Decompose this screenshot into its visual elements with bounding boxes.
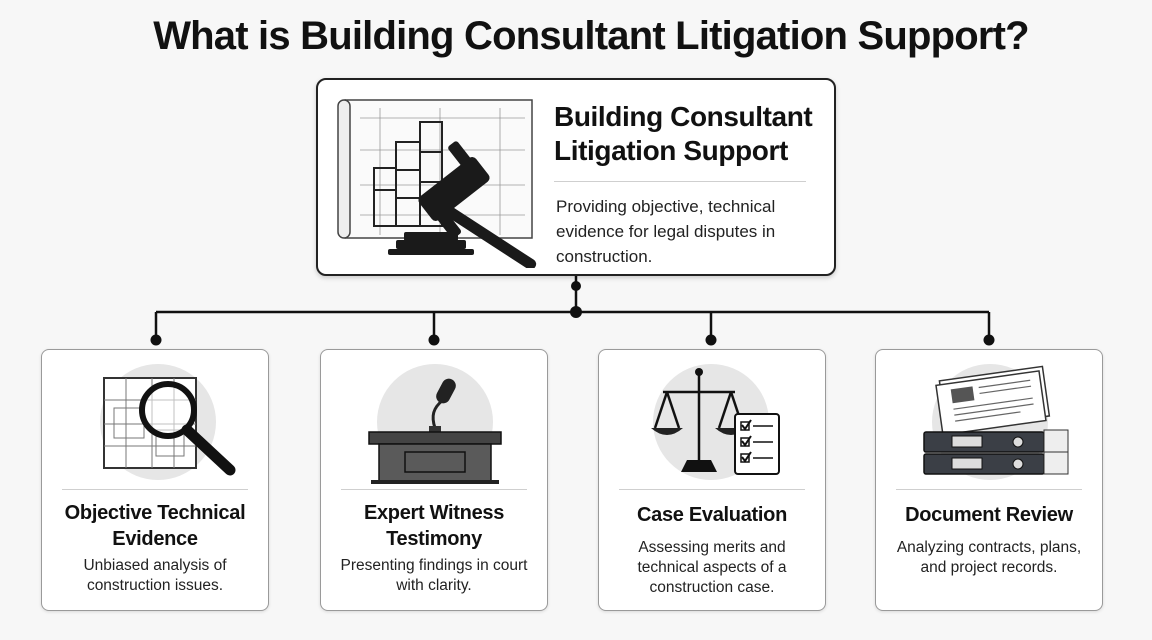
- main-divider: [554, 181, 806, 182]
- card-divider: [896, 489, 1082, 490]
- card-divider: [619, 489, 805, 490]
- page-title: What is Building Consultant Litigation S…: [153, 14, 1029, 58]
- card-description: Unbiased analysis of construction issues…: [83, 557, 227, 594]
- card-description: Assessing merits and technical aspects o…: [637, 539, 787, 596]
- card-case-evaluation: Case Evaluation Assessing merits and tec…: [598, 349, 826, 611]
- card-expert-witness-testimony: Expert Witness Testimony Presenting find…: [320, 349, 548, 611]
- gavel-blueprint-icon: [337, 99, 537, 268]
- microphone-podium-icon: [368, 364, 502, 484]
- card-document-review: Document Review Analyzing contracts, pla…: [875, 349, 1103, 611]
- card-divider: [62, 489, 248, 490]
- card-description: Presenting findings in court with clarit…: [340, 557, 528, 594]
- card-divider: [341, 489, 527, 490]
- card-title: Objective Technical Evidence: [64, 502, 246, 550]
- connector-lines: [150, 276, 995, 346]
- card-title: Expert Witness Testimony: [363, 502, 505, 550]
- main-description: Providing objective, technical evidence …: [556, 197, 776, 266]
- card-objective-technical-evidence: Objective Technical Evidence Unbiased an…: [41, 349, 269, 611]
- scales-checklist-icon: [651, 364, 780, 480]
- main-concept-card: Building Consultant Litigation Support P…: [316, 78, 836, 276]
- card-title: Document Review: [905, 504, 1073, 526]
- card-description: Analyzing contracts, plans, and project …: [896, 539, 1082, 576]
- binders-documents-icon: [923, 364, 1069, 480]
- card-title: Case Evaluation: [636, 504, 787, 526]
- main-heading: Building Consultant Litigation Support: [554, 101, 813, 166]
- magnifier-blueprint-icon: [100, 364, 236, 480]
